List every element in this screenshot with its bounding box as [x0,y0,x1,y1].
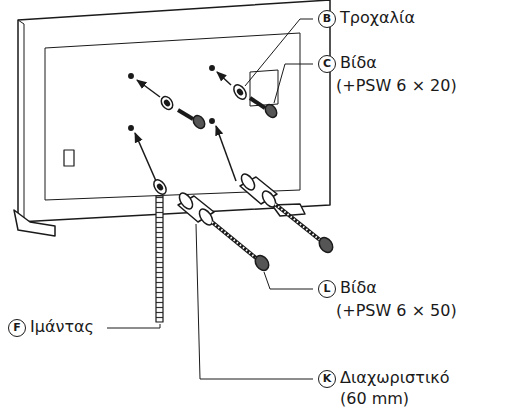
leader-line [196,224,313,379]
leader-line [245,19,313,86]
callout-letter: K [318,370,336,388]
part-spec: (+PSW 6 × 50) [336,301,457,321]
part-name: Βίδα [340,53,377,73]
screw-head [191,113,207,130]
stand-foot [14,210,55,236]
part-spec: (60 mm) [340,389,409,409]
strap [156,196,163,322]
back-panel [45,33,300,200]
screw-head [316,235,335,255]
part-name: Διαχωριστικό [340,368,450,388]
terminal [64,150,74,166]
callout-letter: C [318,55,336,73]
leader-line [264,272,313,289]
insert-arrow [217,72,231,85]
part-name: Βίδα [340,278,377,298]
insert-arrow [216,126,236,181]
tv-back [18,0,330,222]
screw-shaft [275,204,320,240]
part-name: Ιμάντας [30,317,94,337]
pulley [159,94,175,111]
leader-line [274,64,313,103]
screw-head [252,253,271,273]
strap-ring [151,178,168,197]
insert-arrow [135,133,156,181]
leader-line [107,324,160,328]
mount-hole [129,74,133,78]
mount-hole [210,66,214,70]
insert-arrow [137,80,160,97]
callout-letter: L [318,280,336,298]
callout-letter: B [318,10,336,28]
callout-letter: F [8,319,26,337]
part-spec: (+PSW 6 × 20) [336,76,457,96]
mount-hole [210,119,214,123]
screw-shaft [212,222,256,258]
mount-hole [129,126,133,130]
part-name: Τροχαλία [340,8,415,28]
screw-head [263,102,279,119]
